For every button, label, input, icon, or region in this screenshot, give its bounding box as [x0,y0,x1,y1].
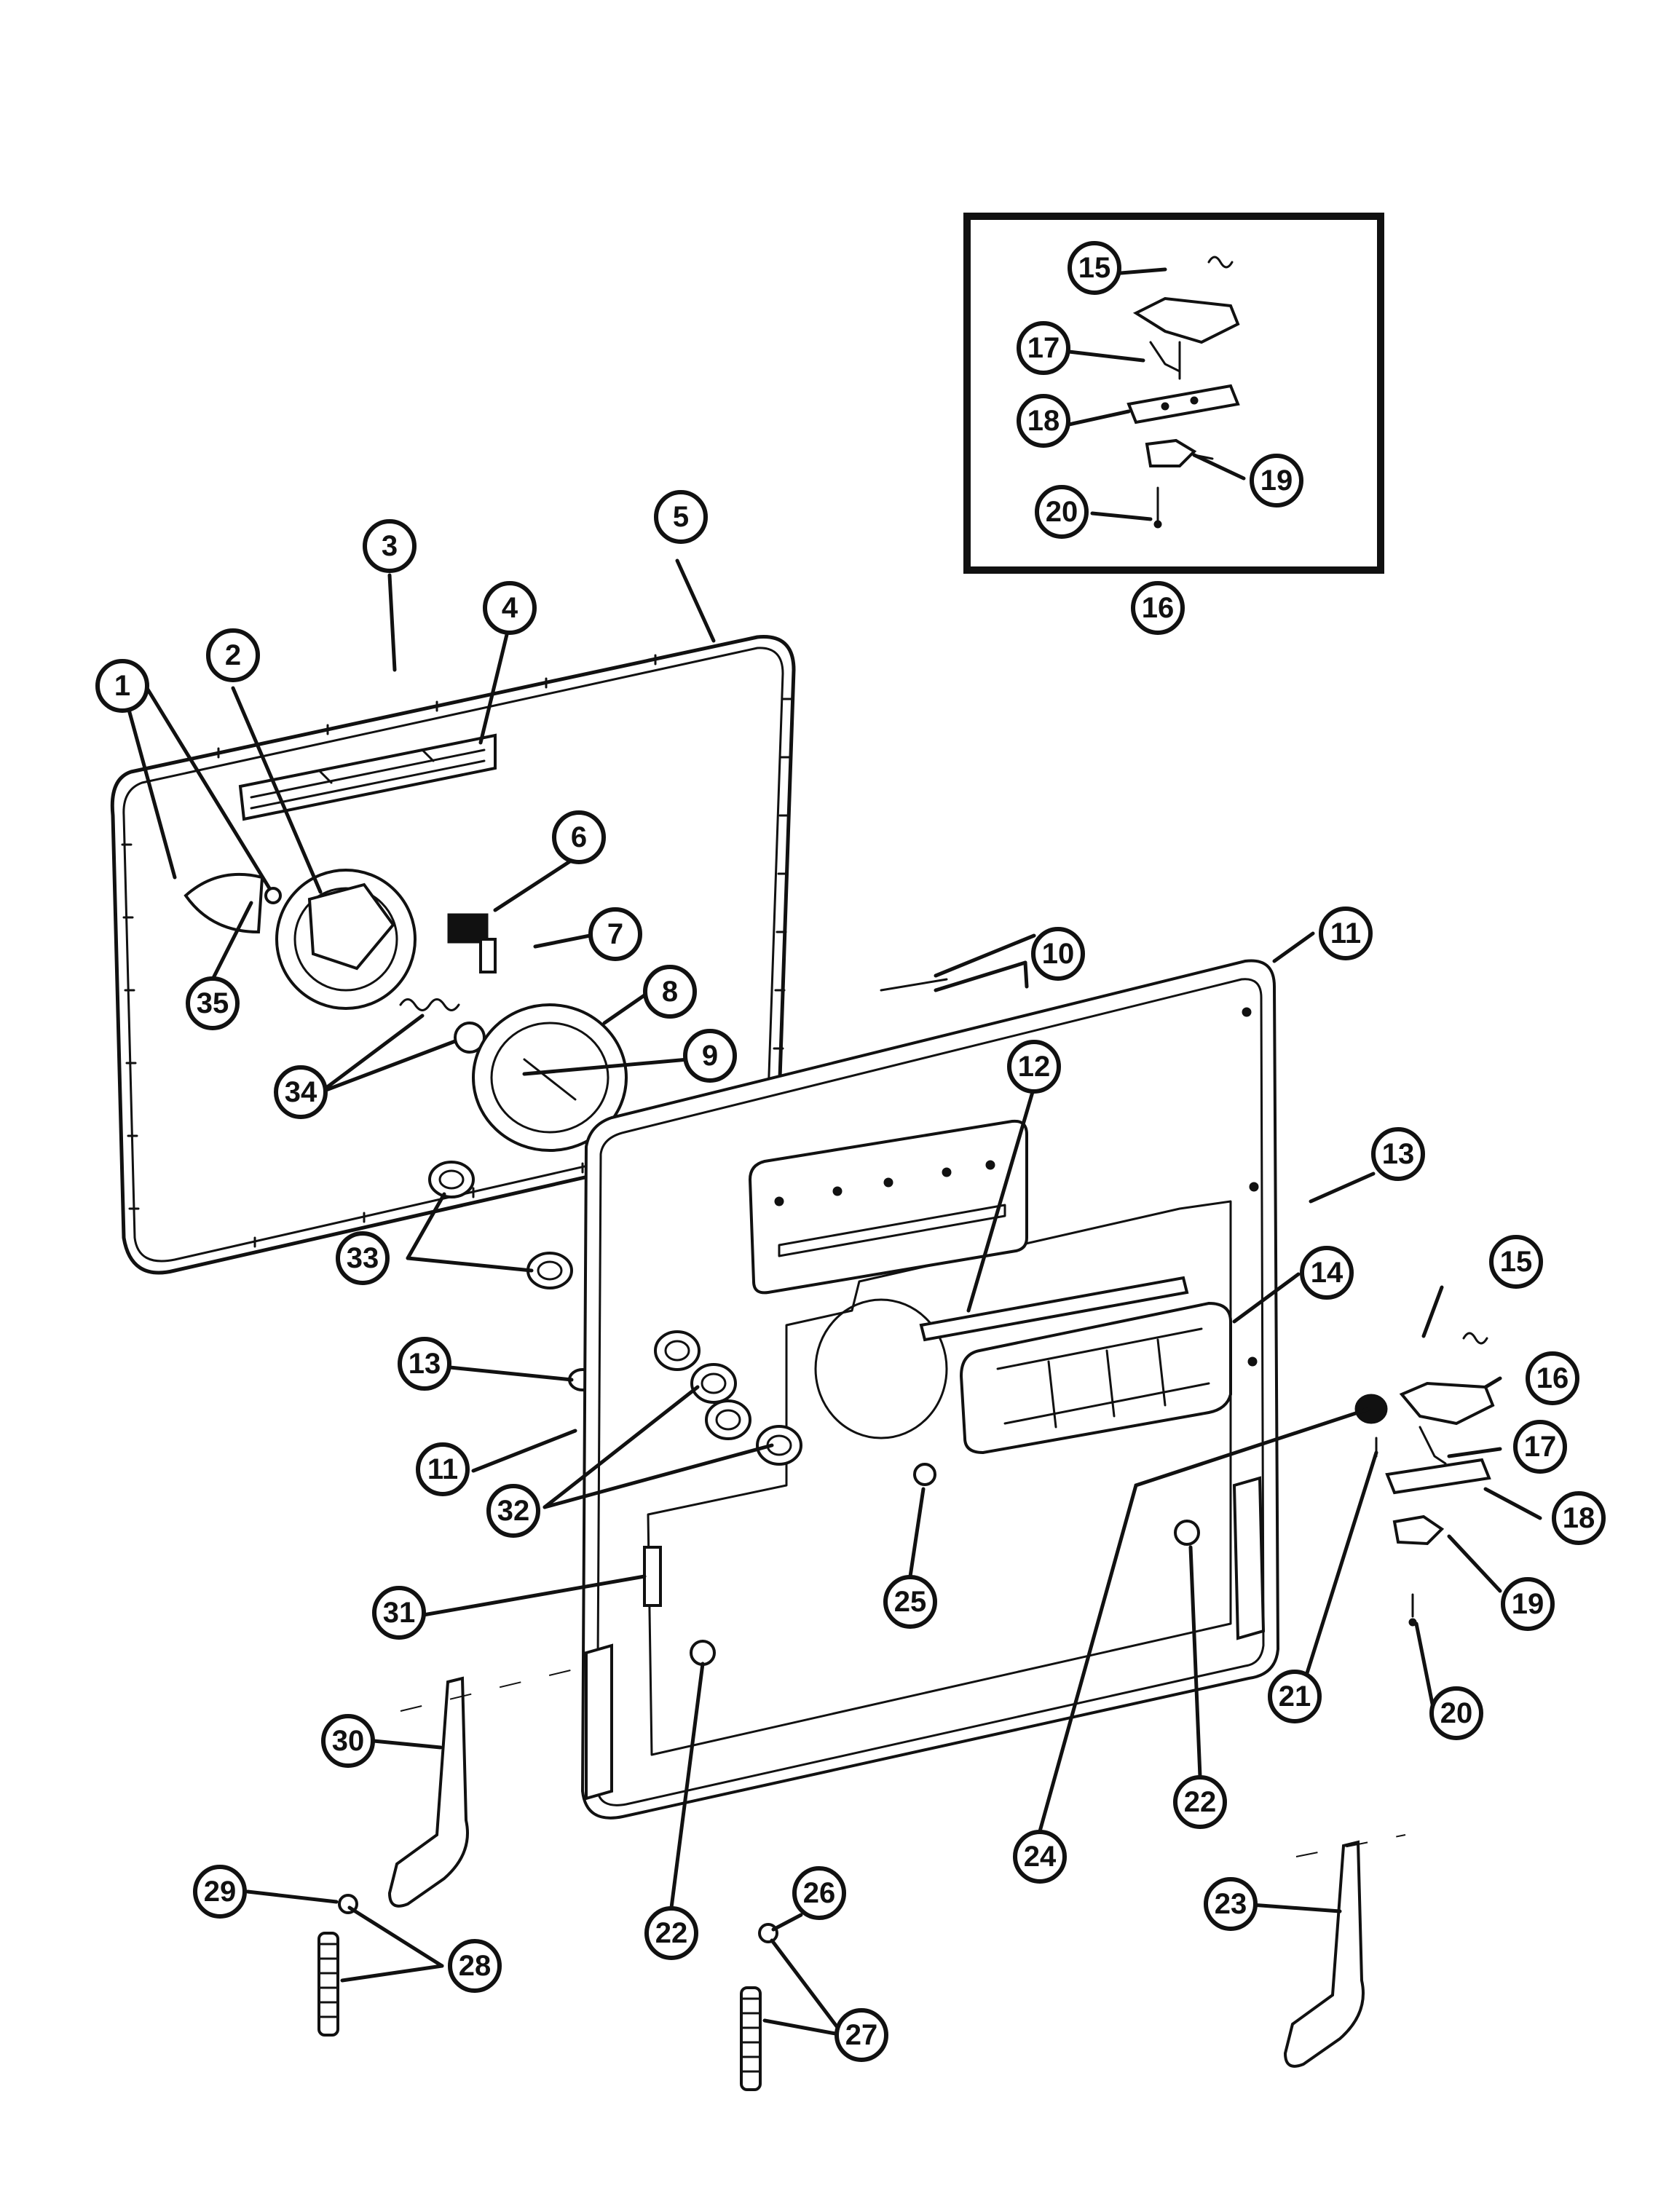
callout-15: 15 [1489,1235,1543,1289]
callout-2: 2 [206,628,260,682]
callout-16: 16 [1526,1351,1579,1405]
svg-text:31: 31 [383,1597,416,1629]
svg-text:9: 9 [702,1040,718,1072]
callout-3: 3 [363,519,417,573]
svg-text:4: 4 [502,592,518,624]
svg-text:30: 30 [332,1725,365,1757]
callout-4: 4 [483,581,537,635]
callout-28: 28 [448,1939,502,1993]
svg-text:14: 14 [1311,1257,1344,1289]
svg-text:20: 20 [1440,1697,1473,1729]
callout-11-right: 11 [1319,906,1373,960]
svg-text:8: 8 [662,976,678,1008]
callout-20: 20 [1429,1686,1483,1740]
svg-text:16: 16 [1536,1362,1569,1394]
callout-18: 18 [1552,1491,1606,1545]
svg-text:6: 6 [571,821,587,853]
door-handle [919,1276,1232,1455]
callout-7: 7 [588,907,642,961]
svg-text:32: 32 [497,1495,530,1527]
callout-21: 21 [1268,1670,1322,1723]
callout-31: 31 [372,1586,426,1640]
svg-text:27: 27 [845,2019,878,2051]
svg-text:1: 1 [114,670,130,702]
svg-text:5: 5 [673,501,689,533]
callouts: 1 2 3 4 5 6 7 8 9 10 11 11 12 13 13 14 1… [95,241,1606,2062]
svg-text:19: 19 [1260,465,1293,497]
svg-text:29: 29 [204,1876,237,1908]
latch-assembly [1354,1332,1495,1627]
callout-5: 5 [654,490,708,544]
svg-text:11: 11 [427,1453,458,1485]
svg-text:34: 34 [285,1076,317,1108]
callout-13-right: 13 [1371,1127,1425,1181]
callout-34: 34 [274,1065,328,1119]
svg-text:18: 18 [1563,1502,1595,1534]
outer-door-panel [110,635,796,1391]
callout-13-left: 13 [398,1337,451,1391]
callout-1: 1 [95,659,149,713]
callout-8: 8 [643,965,697,1019]
svg-text:24: 24 [1024,1841,1057,1873]
callout-19: 19 [1501,1577,1555,1631]
callout-17-inset: 17 [1017,321,1070,375]
callout-33: 33 [336,1231,390,1285]
callout-16-inset: 16 [1131,581,1185,635]
callout-23: 23 [1204,1877,1258,1931]
callout-9: 9 [683,1029,737,1083]
svg-text:28: 28 [459,1950,492,1982]
svg-text:33: 33 [347,1242,379,1274]
callout-24: 24 [1013,1830,1067,1884]
svg-text:22: 22 [1184,1786,1217,1818]
svg-text:13: 13 [409,1348,441,1380]
hinge-arms [317,1667,1406,2091]
callout-25: 25 [883,1575,937,1629]
callout-10: 10 [1031,927,1085,981]
callout-22-left: 22 [644,1906,698,1960]
callout-14: 14 [1300,1246,1354,1300]
callout-17: 17 [1513,1420,1567,1474]
svg-text:12: 12 [1018,1051,1051,1083]
svg-text:19: 19 [1512,1588,1544,1620]
callout-12: 12 [1007,1040,1061,1094]
svg-text:17: 17 [1524,1431,1557,1463]
gasket-ring [472,1003,628,1152]
svg-text:7: 7 [607,918,623,950]
callout-29: 29 [193,1865,247,1919]
svg-text:15: 15 [1500,1246,1533,1278]
callout-18-inset: 18 [1017,394,1070,448]
svg-text:22: 22 [655,1917,688,1949]
callout-32: 32 [486,1484,540,1538]
callout-27: 27 [834,2008,888,2062]
svg-text:17: 17 [1027,332,1060,364]
svg-text:26: 26 [803,1877,836,1909]
callout-30: 30 [321,1714,375,1768]
callout-20-inset: 20 [1035,485,1089,539]
callout-26: 26 [792,1866,846,1920]
svg-text:16: 16 [1142,592,1175,624]
callout-35: 35 [186,976,240,1030]
svg-text:25: 25 [894,1586,927,1618]
svg-text:10: 10 [1042,938,1075,970]
svg-text:2: 2 [225,639,241,671]
callout-19-inset: 19 [1250,454,1303,507]
callout-15-inset: 15 [1068,241,1121,295]
svg-text:35: 35 [197,987,229,1019]
svg-text:3: 3 [382,530,398,562]
callout-22-right: 22 [1173,1775,1227,1829]
svg-text:11: 11 [1330,917,1361,949]
svg-text:13: 13 [1382,1138,1415,1170]
callout-6: 6 [552,810,606,864]
svg-text:18: 18 [1027,405,1060,437]
callout-11-left: 11 [416,1442,470,1496]
svg-text:23: 23 [1215,1888,1247,1920]
leader-lines [120,267,1542,2037]
inset-box [963,213,1384,574]
svg-text:15: 15 [1078,252,1111,284]
svg-text:21: 21 [1279,1680,1311,1713]
svg-text:20: 20 [1046,496,1078,528]
